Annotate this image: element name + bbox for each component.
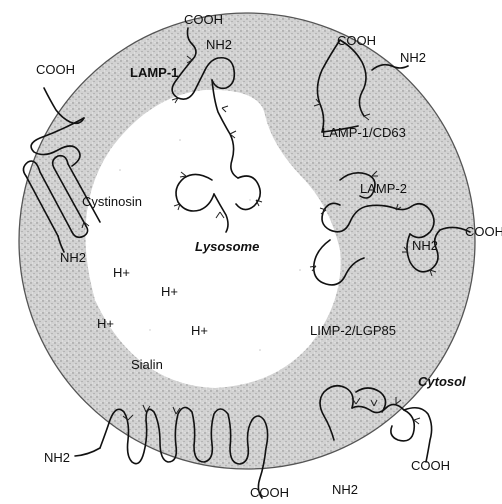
lamp2-label: LAMP-2: [360, 181, 407, 196]
lamp1-label: LAMP-1: [130, 65, 178, 80]
proton-label: H+: [113, 265, 130, 280]
lysosome-label: Lysosome: [195, 239, 259, 254]
cystinosin-cooh-label: COOH: [36, 62, 75, 77]
sialin-label: Sialin: [131, 357, 163, 372]
limp2-cooh-label: COOH: [411, 458, 450, 473]
lamp2-cooh-label: COOH: [465, 224, 502, 239]
cystinosin-nh2-label: NH2: [60, 250, 86, 265]
limp2-label: LIMP-2/LGP85: [310, 323, 396, 338]
proton-label: H+: [161, 284, 178, 299]
sialin-nh2-label: NH2: [44, 450, 70, 465]
cd63-cooh-label: COOH: [337, 33, 376, 48]
proton-label: H+: [191, 323, 208, 338]
lamp1-nh2-label: NH2: [206, 37, 232, 52]
cd63-label: LAMP-1/CD63: [322, 125, 406, 140]
cystinosin-label: Cystinosin: [82, 194, 142, 209]
proton-label: H+: [97, 316, 114, 331]
lamp2-nh2-label: NH2: [412, 238, 438, 253]
limp2-nh2-label: NH2: [332, 482, 358, 497]
cytosol-label: Cytosol: [418, 374, 466, 389]
sialin-cooh-label: COOH: [250, 485, 289, 500]
cd63-nh2-label: NH2: [400, 50, 426, 65]
lamp1-cooh-label: COOH: [184, 12, 223, 27]
